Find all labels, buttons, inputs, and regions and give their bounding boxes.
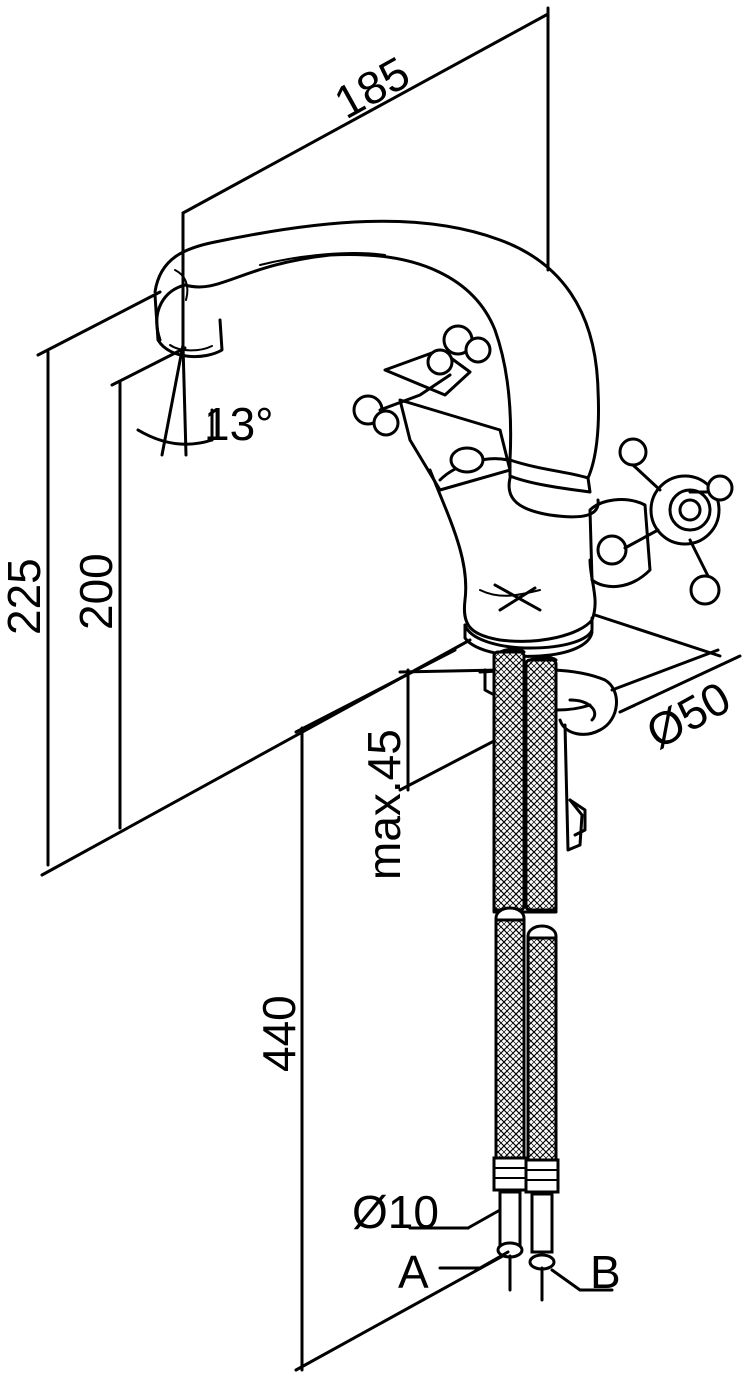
pipe-a — [498, 1190, 522, 1250]
base-diameter-dimension: Ø50 — [593, 613, 742, 759]
left-handle — [352, 324, 512, 492]
lower-hose-b — [526, 936, 558, 1164]
left-knob-2 — [372, 409, 400, 437]
right-knob-bottom — [689, 574, 721, 606]
pipe-b — [530, 1192, 554, 1254]
deck-thickness-label: max.45 — [358, 729, 410, 880]
hose-length-dimension: 440 — [253, 648, 512, 1372]
spout — [153, 219, 600, 494]
reach-dimension: 185 — [181, 6, 550, 357]
right-handle-center — [678, 498, 702, 522]
fitting-b — [524, 1158, 560, 1194]
base-diameter-label: Ø50 — [638, 671, 739, 759]
angle-label: 13° — [204, 398, 274, 450]
right-knob-front — [596, 534, 628, 566]
lower-hoses — [492, 906, 560, 1302]
left-handle-cap — [449, 446, 485, 474]
mixer-body — [428, 468, 600, 658]
right-handle — [588, 437, 734, 606]
left-knob-4 — [464, 336, 492, 364]
right-knob-side — [706, 474, 734, 502]
connection-a-label: A — [398, 1246, 429, 1298]
fitting-a — [492, 1156, 528, 1192]
upper-hose-a — [492, 650, 526, 912]
hose-diameter-label: Ø10 — [352, 1186, 439, 1238]
spout-height-label: 225 — [0, 558, 50, 635]
reach-label: 185 — [326, 46, 418, 129]
height-dimensions: 225 200 — [0, 290, 472, 877]
outlet-height-label: 200 — [70, 553, 122, 630]
upper-hose-b — [524, 658, 558, 912]
lower-hose-a — [494, 918, 526, 1162]
left-knob-5 — [426, 348, 454, 376]
connection-labels: Ø10 A B — [352, 1186, 621, 1298]
upper-hoses — [492, 647, 558, 914]
right-knob-top — [618, 437, 648, 467]
angle-dimension: 13° — [136, 343, 274, 457]
hose-length-label: 440 — [253, 995, 305, 1072]
deck-thickness-dimension: max.45 — [358, 668, 517, 880]
